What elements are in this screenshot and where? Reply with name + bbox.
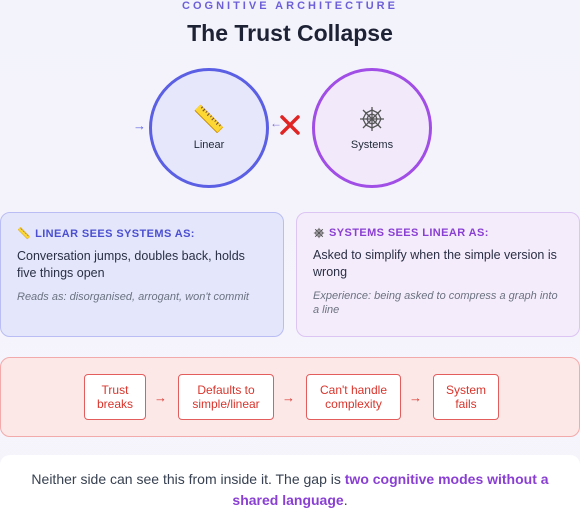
linear-card-title: 📏 LINEAR SEES SYSTEMS AS: <box>17 227 267 241</box>
flow-arrow-icon: → <box>409 390 422 405</box>
systems-node: Systems <box>312 68 432 188</box>
linear-perspective-card: 📏 LINEAR SEES SYSTEMS AS: Conversation j… <box>0 212 284 337</box>
eyebrow-label: COGNITIVE ARCHITECTURE <box>182 0 398 12</box>
flow-step-system-fails: System fails <box>433 374 499 420</box>
flow-arrow-icon: → <box>282 390 295 405</box>
systems-card-title: SYSTEMS SEES LINEAR AS: <box>313 227 563 239</box>
page-title: The Trust Collapse <box>187 20 393 46</box>
ruler-icon: 📏 <box>192 104 226 134</box>
conclusion-text: Neither side can see this from inside it… <box>0 455 580 526</box>
linear-card-body: Conversation jumps, doubles back, holds … <box>17 249 245 280</box>
linear-node-label: Linear <box>193 139 225 151</box>
failure-flow: Trust breaks → Defaults to simple/linear… <box>0 357 580 437</box>
systems-card-note: Experience: being asked to compress a gr… <box>313 290 558 316</box>
flow-step-defaults: Defaults to simple/linear <box>178 374 274 420</box>
web-icon <box>360 107 384 131</box>
systems-card-body: Asked to simplify when the simple versio… <box>313 248 557 279</box>
conclusion-emphasis: two cognitive modes without a shared lan… <box>232 471 549 508</box>
systems-perspective-card: SYSTEMS SEES LINEAR AS: Asked to simplif… <box>296 212 580 337</box>
back-arrow-icon: ← <box>270 116 282 130</box>
linear-node: 📏 Linear <box>149 68 269 188</box>
ruler-icon: 📏 <box>17 228 32 240</box>
flow-arrow-icon: → <box>154 390 167 405</box>
conclusion-lead: Neither side can see this from inside it… <box>31 471 345 487</box>
incoming-arrow-icon: → <box>133 118 146 133</box>
systems-card-title-text: SYSTEMS SEES LINEAR AS: <box>329 227 489 239</box>
linear-card-note: Reads as: disorganised, arrogant, won't … <box>17 291 249 303</box>
linear-card-title-text: LINEAR SEES SYSTEMS AS: <box>35 227 195 240</box>
flow-step-trust-breaks: Trust breaks <box>84 374 146 420</box>
systems-node-label: Systems <box>350 139 394 151</box>
flow-step-complexity: Can't handle complexity <box>306 374 401 420</box>
cross-icon <box>280 115 300 135</box>
conclusion-end: . <box>343 492 348 508</box>
web-icon <box>313 227 325 239</box>
